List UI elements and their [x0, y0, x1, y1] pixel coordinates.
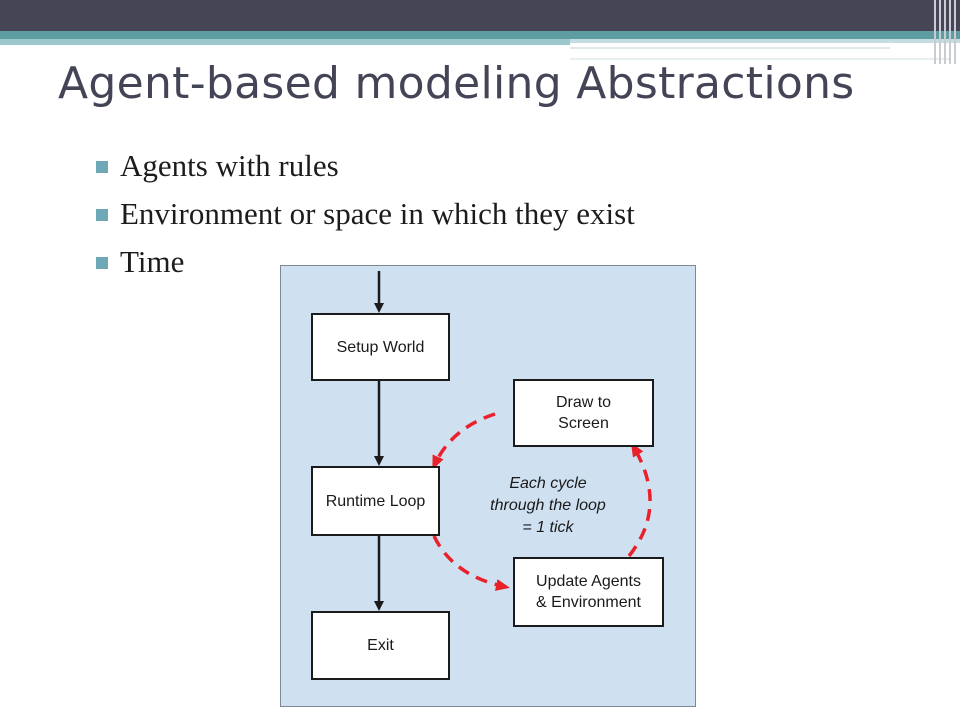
- bullet-item: Agents with rules: [96, 146, 635, 194]
- slide-title: Agent-based modeling Abstractions: [58, 58, 855, 109]
- bullet-item: Time: [96, 242, 635, 290]
- bullet-text: Agents with rules: [120, 148, 339, 183]
- bullet-text: Time: [120, 244, 185, 279]
- top-accent-line: [570, 47, 890, 49]
- bullet-text: Environment or space in which they exist: [120, 196, 635, 231]
- draw-to-screen-box: Draw to Screen: [513, 379, 654, 447]
- top-accent-line-lower: [570, 58, 950, 60]
- runtime-loop-box: Runtime Loop: [311, 466, 440, 536]
- top-accent-bar-pale: [570, 39, 960, 43]
- loop-tick-annotation: Each cycle through the loop = 1 tick: [490, 475, 606, 536]
- update-agents-box: Update Agents & Environment: [513, 557, 664, 627]
- draw-to-screen-label: Draw to Screen: [555, 394, 612, 432]
- square-bullet-icon: [96, 161, 108, 173]
- bullet-list: Agents with rules Environment or space i…: [96, 146, 635, 290]
- exit-label: Exit: [367, 637, 394, 654]
- loop-arrow-runtime-to-update: [432, 535, 510, 591]
- top-accent-bar-light: [0, 39, 570, 45]
- bullet-item: Environment or space in which they exist: [96, 194, 635, 242]
- top-accent-bar: [0, 31, 960, 39]
- loop-arrow-draw-to-runtime: [432, 412, 496, 470]
- square-bullet-icon: [96, 257, 108, 269]
- setup-world-label: Setup World: [336, 338, 425, 356]
- square-bullet-icon: [96, 209, 108, 221]
- loop-arrow-update-to-draw: [627, 442, 652, 558]
- exit-box: Exit: [311, 611, 450, 680]
- update-agents-label: Update Agents & Environment: [536, 573, 641, 611]
- top-banner: [0, 0, 960, 31]
- diagram-connectors: [374, 271, 652, 611]
- corner-decoration: [934, 0, 956, 64]
- setup-world-box: Setup World: [311, 313, 450, 381]
- runtime-loop-label: Runtime Loop: [325, 492, 426, 510]
- simulation-loop-diagram: Setup World Runtime Loop Exit Draw to Sc…: [280, 265, 696, 707]
